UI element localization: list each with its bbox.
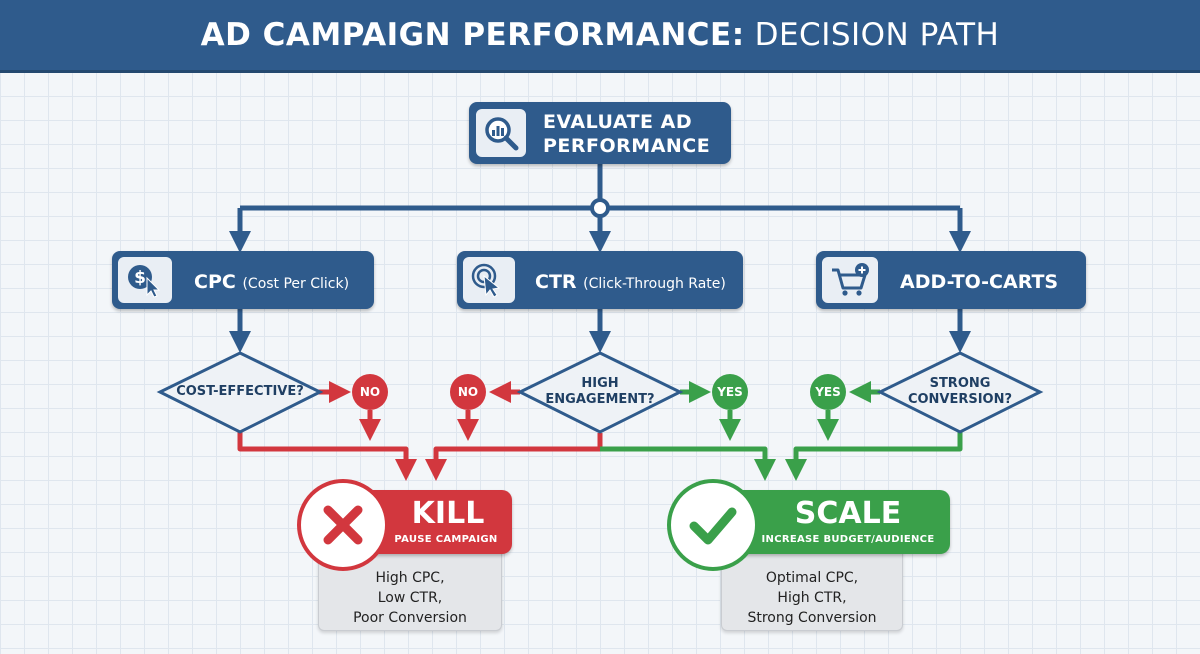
scale-detail-1: Optimal CPC,	[765, 570, 859, 586]
line-conversion-to-scale	[784, 432, 963, 482]
metric-add-to-carts-node: ADD-TO-CARTS	[816, 251, 1086, 309]
click-cursor-icon	[461, 255, 517, 305]
scale-title: SCALE	[794, 496, 902, 531]
decision-cost-text: COST-EFFECTIVE?	[170, 384, 310, 400]
scale-detail-2: High CTR,	[777, 590, 847, 606]
start-line-2: PERFORMANCE	[543, 135, 711, 157]
kill-detail-2: Low CTR,	[377, 590, 443, 606]
branch-no-engagement: NO	[450, 374, 486, 410]
decision-engagement-line-1: HIGH	[581, 376, 619, 391]
dollar-cursor-icon: $	[116, 255, 174, 305]
decision-conversion-line-2: CONVERSION?	[907, 392, 1013, 407]
kill-summary: High CPC, Low CTR, Poor Conversion	[318, 545, 502, 631]
decision-engagement-line-2: ENGAGEMENT?	[545, 392, 655, 407]
evaluate-performance-node: EVALUATE AD PERFORMANCE	[469, 102, 731, 164]
metric-cpc-node: $ CPC (Cost Per Click)	[112, 251, 374, 309]
decision-diamond-engagement	[516, 351, 684, 434]
kill-subtitle: PAUSE CAMPAIGN	[394, 534, 498, 545]
decision-conversion-text: STRONG CONVERSION?	[890, 376, 1030, 408]
scale-badge	[667, 479, 759, 571]
decision-diamond-conversion	[876, 351, 1044, 434]
scale-detail-3: Strong Conversion	[747, 610, 877, 626]
line-cost-to-kill	[237, 432, 418, 482]
metric-ctr-node: CTR (Click-Through Rate)	[457, 251, 743, 309]
metric-ctr-sub: (Click-Through Rate)	[583, 276, 726, 292]
branch-no-cost: NO	[352, 374, 388, 410]
start-line-1: EVALUATE AD	[543, 111, 693, 133]
decision-diamond-cost	[156, 351, 324, 434]
title-bold: AD CAMPAIGN PERFORMANCE:	[200, 17, 745, 53]
metric-cpc-label: CPC	[194, 271, 236, 293]
scale-summary: Optimal CPC, High CTR, Strong Conversion	[721, 545, 903, 631]
checkmark-icon	[689, 507, 737, 545]
scale-outcome-box: SCALE INCREASE BUDGET/AUDIENCE	[722, 490, 950, 554]
decision-cost-line-1: COST-EFFECTIVE?	[176, 384, 304, 399]
line-engagement-to-scale	[600, 446, 777, 482]
branch-yes-engagement: YES	[712, 374, 748, 410]
scale-subtitle: INCREASE BUDGET/AUDIENCE	[761, 534, 935, 545]
kill-outcome-box: KILL PAUSE CAMPAIGN	[362, 490, 512, 554]
x-mark-icon	[323, 505, 363, 545]
kill-detail-1: High CPC,	[375, 570, 445, 586]
kill-title: KILL	[411, 496, 485, 531]
kill-badge	[297, 479, 389, 571]
decision-conversion-line-1: STRONG	[929, 376, 991, 391]
header-banner: AD CAMPAIGN PERFORMANCE: DECISION PATH	[0, 0, 1200, 73]
kill-detail-3: Poor Conversion	[353, 610, 467, 626]
hub-junction	[590, 198, 610, 218]
title-light: DECISION PATH	[754, 17, 1000, 53]
branch-yes-conversion: YES	[810, 374, 846, 410]
cart-plus-icon	[820, 255, 880, 305]
metric-ctr-label: CTR	[535, 271, 577, 293]
decision-engagement-text: HIGH ENGAGEMENT?	[530, 376, 670, 408]
svg-text:$: $	[134, 268, 146, 288]
metric-add-to-carts-label: ADD-TO-CARTS	[900, 271, 1059, 293]
line-engagement-to-kill	[424, 433, 603, 482]
metric-cpc-sub: (Cost Per Click)	[242, 276, 350, 292]
magnifier-chart-icon	[474, 107, 528, 159]
